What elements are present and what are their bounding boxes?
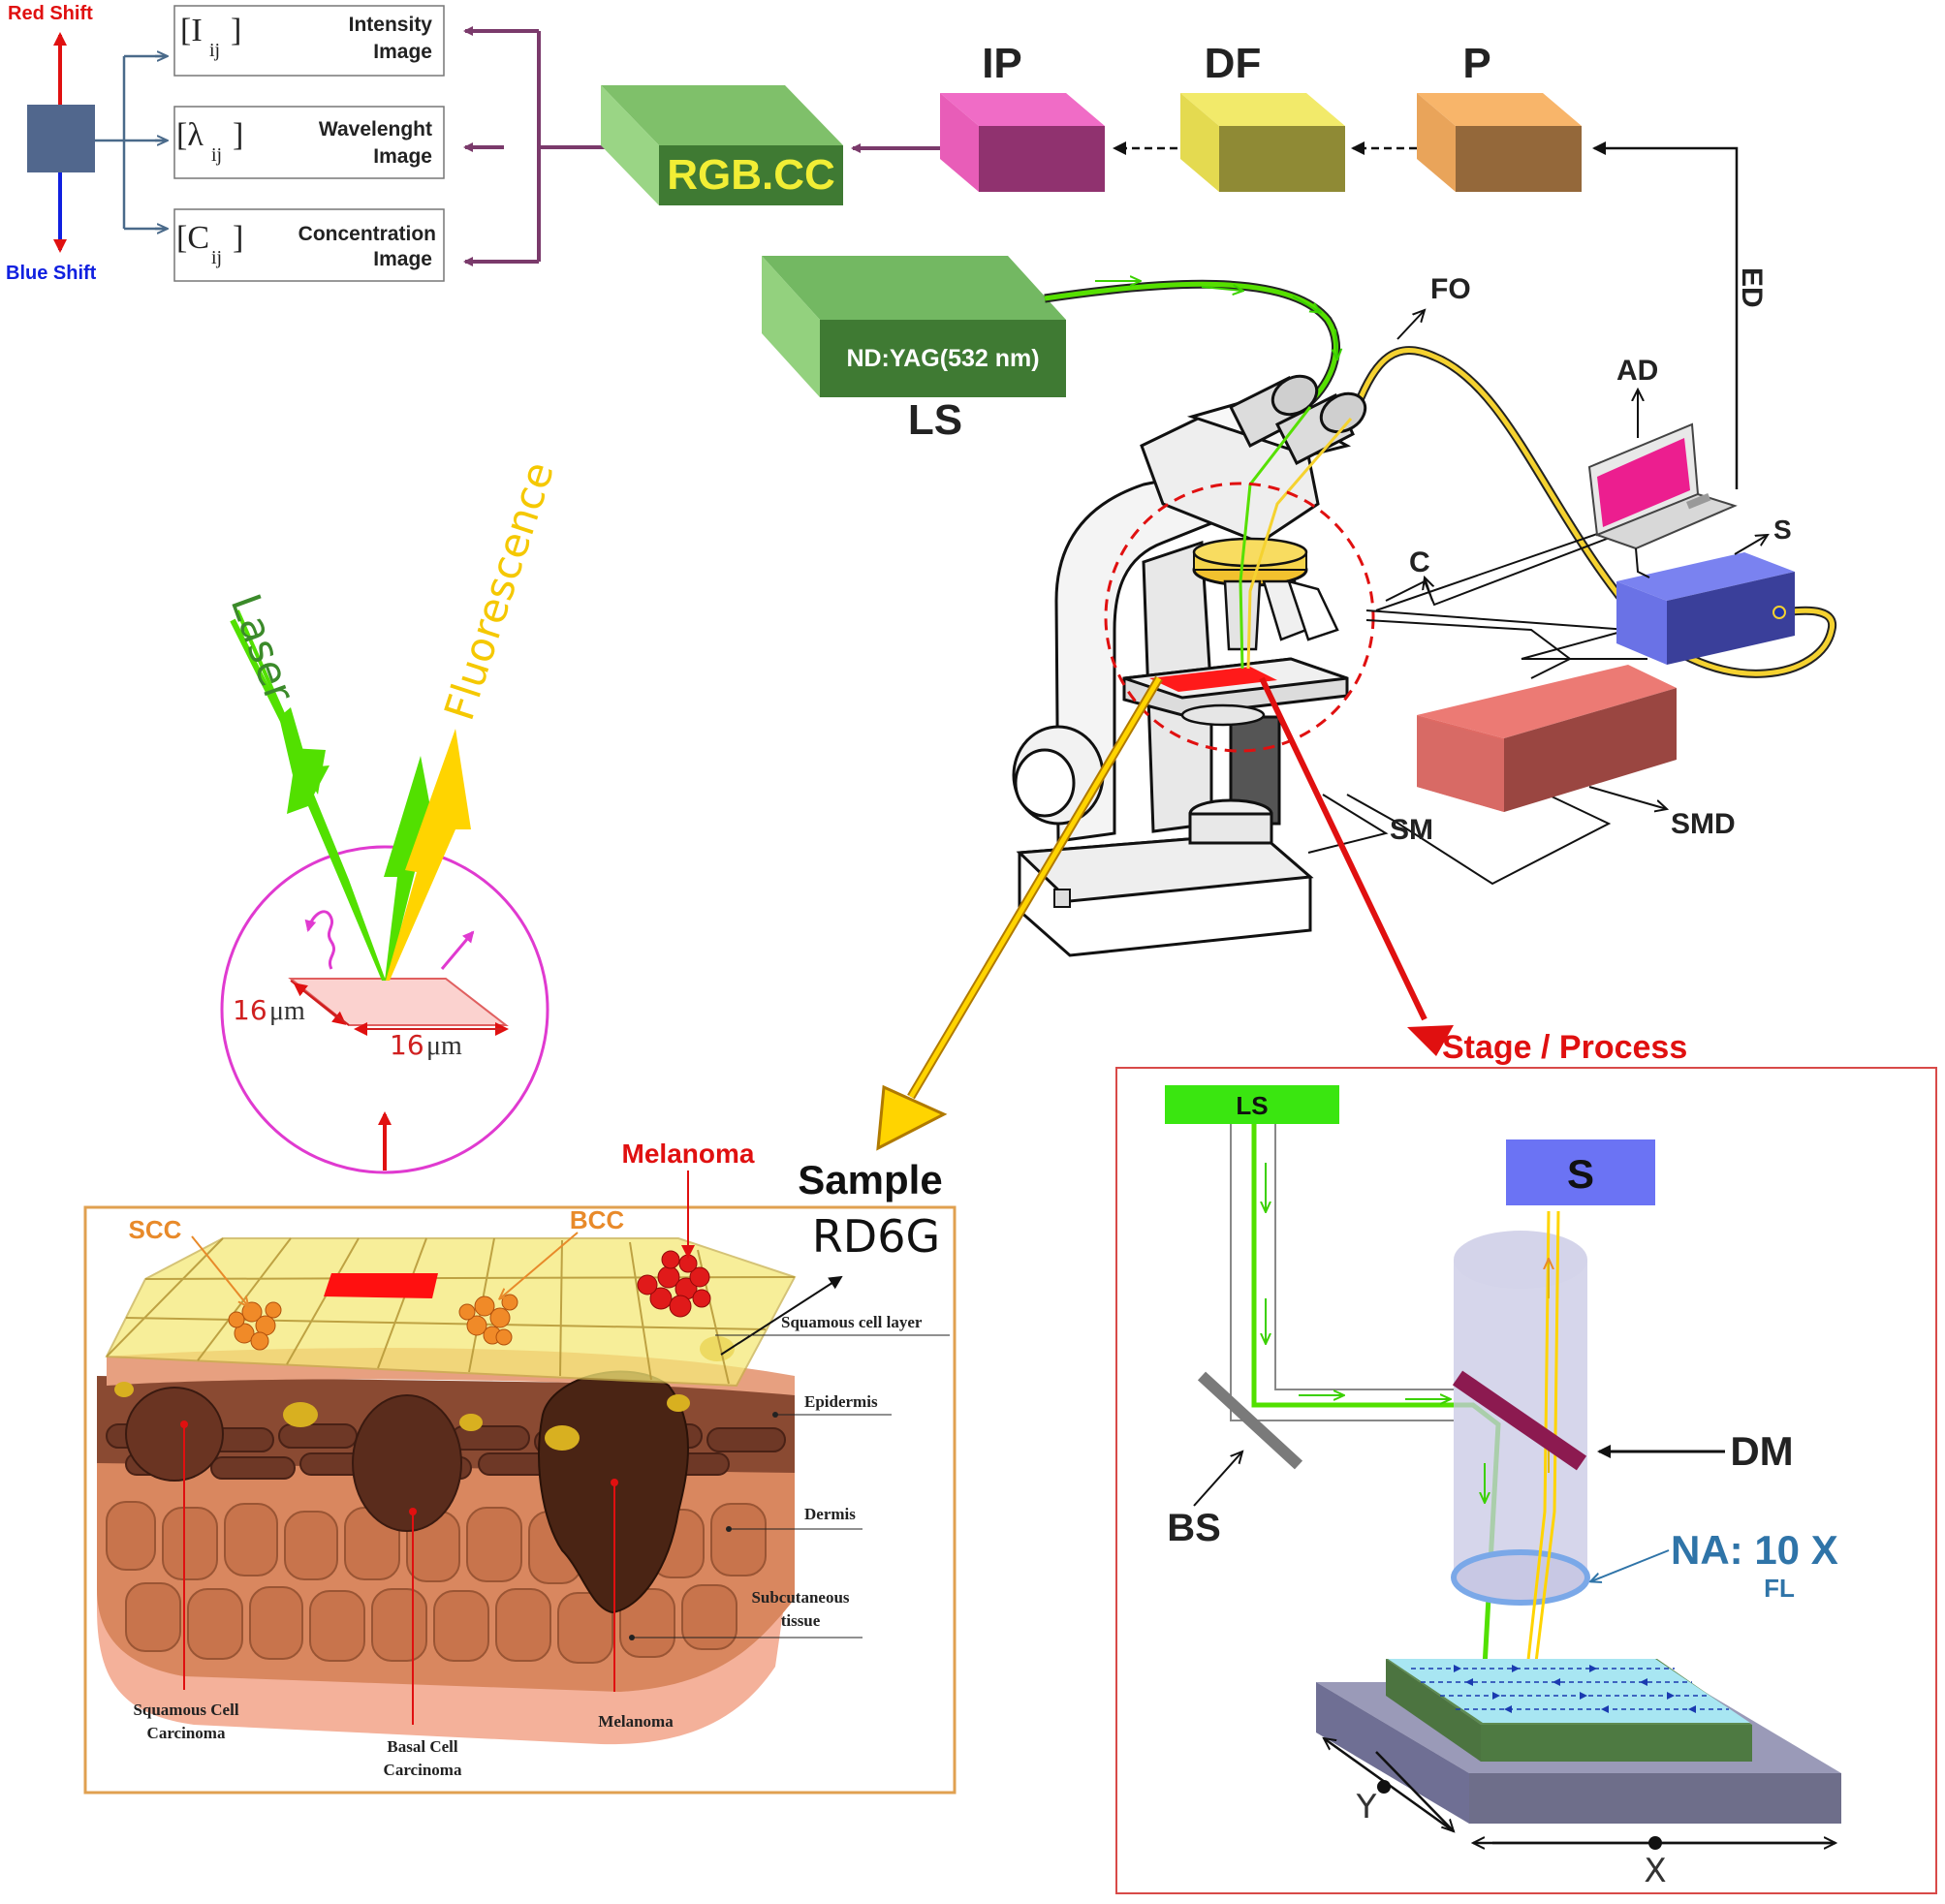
df-label: DF — [1205, 40, 1262, 87]
s-label: S — [1773, 515, 1792, 545]
svg-text:ij: ij — [211, 247, 222, 268]
p-block: P — [1417, 40, 1582, 192]
y-axis-label: Y — [1356, 1788, 1377, 1826]
image-legend: Red Shift Blue Shift [I ij ] Intensity I… — [6, 3, 620, 284]
dermis-label: Dermis — [804, 1505, 856, 1523]
na-label: NA: 10 X — [1671, 1527, 1838, 1573]
smd-label: SMD — [1671, 808, 1736, 840]
red-shift-label: Red Shift — [8, 3, 93, 24]
c-label: C — [1409, 546, 1430, 578]
ls-label: LS — [908, 396, 962, 444]
laser-label: Laser — [222, 588, 304, 709]
process-title: Stage / Process — [1442, 1029, 1687, 1066]
sm-label: SM — [1390, 814, 1433, 846]
p-label: P — [1462, 40, 1490, 87]
sample-skin-panel: Sample RD6G — [83, 1139, 957, 1795]
spot-dim1-unit: μm — [269, 996, 305, 1026]
bcc-label: BCC — [570, 1205, 625, 1234]
stepper-motor-driver — [1417, 665, 1677, 812]
sample-title: Sample — [798, 1157, 942, 1202]
subcutaneous-label-2: tissue — [781, 1611, 821, 1630]
epidermis-label: Epidermis — [804, 1392, 878, 1411]
ad-label: AD — [1616, 355, 1658, 387]
processing-pipeline: RGB.CC IP DF P ED — [601, 40, 1768, 489]
intensity-image-box: [I ij ] Intensity Image — [173, 5, 445, 77]
svg-text:[I: [I — [180, 13, 203, 48]
rgbcc-block: RGB.CC — [601, 85, 843, 205]
spot-dim2-number: 16 — [390, 1029, 424, 1061]
bcc-full-label-2: Carcinoma — [384, 1761, 462, 1779]
spectrometer — [1616, 552, 1795, 665]
svg-text:Image: Image — [373, 145, 432, 168]
process-ls-label: LS — [1236, 1091, 1268, 1120]
svg-text:]: ] — [233, 220, 243, 256]
rgbcc-label: RGB.CC — [667, 151, 835, 199]
scc-full-label-1: Squamous Cell — [133, 1701, 238, 1719]
process-panel: Stage / Process LS BS S DM — [1115, 1029, 1937, 1894]
scc-full-label-2: Carcinoma — [147, 1724, 226, 1742]
svg-text:]: ] — [233, 117, 243, 153]
ip-label: IP — [982, 40, 1022, 87]
concentration-image-box: [C ij ] Concentration Image — [173, 208, 445, 282]
subcutaneous-label-1: Subcutaneous — [751, 1588, 849, 1607]
camera-pixel-square — [27, 105, 95, 172]
svg-text:[C: [C — [176, 220, 209, 256]
svg-text:Concentration: Concentration — [298, 223, 436, 245]
melanoma-top-label: Melanoma — [622, 1139, 755, 1169]
fo-label: FO — [1430, 273, 1471, 305]
melanoma-bottom-label: Melanoma — [598, 1712, 674, 1731]
laser-model-label: ND:YAG(532 nm) — [846, 345, 1039, 372]
svg-text:Image: Image — [373, 248, 432, 270]
ip-block: IP — [940, 40, 1105, 192]
bcc-full-label-1: Basal Cell — [387, 1737, 457, 1756]
x-axis-label: X — [1644, 1852, 1666, 1890]
spot-dim1-number: 16 — [233, 994, 267, 1026]
blue-shift-label: Blue Shift — [6, 263, 97, 284]
spot-dim2-unit: μm — [426, 1031, 462, 1061]
svg-text:ij: ij — [211, 144, 222, 166]
dm-label: DM — [1730, 1428, 1793, 1474]
scc-label: SCC — [129, 1215, 182, 1244]
svg-text:]: ] — [231, 13, 241, 48]
bs-label: BS — [1167, 1507, 1221, 1549]
excitation-spot: 16 μm 16 μm — [220, 609, 549, 1174]
laptop — [1587, 422, 1738, 550]
ed-label: ED — [1736, 267, 1768, 308]
fl-label: FL — [1764, 1574, 1795, 1603]
svg-text:Intensity: Intensity — [349, 14, 433, 36]
microscope — [1012, 374, 1375, 957]
dye-label: RD6G — [812, 1210, 940, 1263]
svg-text:ij: ij — [209, 40, 220, 61]
svg-text:Image: Image — [373, 41, 432, 63]
squamous-layer-label: Squamous cell layer — [781, 1313, 923, 1331]
svg-text:[λ: [λ — [176, 117, 204, 153]
wavelength-image-box: [λ ij ] Wavelenght Image — [173, 106, 445, 179]
fluorescence-label: Fluorescence — [435, 456, 563, 726]
df-block: DF — [1180, 40, 1345, 192]
svg-text:Wavelenght: Wavelenght — [319, 118, 432, 140]
laser-source: ND:YAG(532 nm) LS — [762, 256, 1066, 444]
process-s-label: S — [1567, 1151, 1594, 1197]
